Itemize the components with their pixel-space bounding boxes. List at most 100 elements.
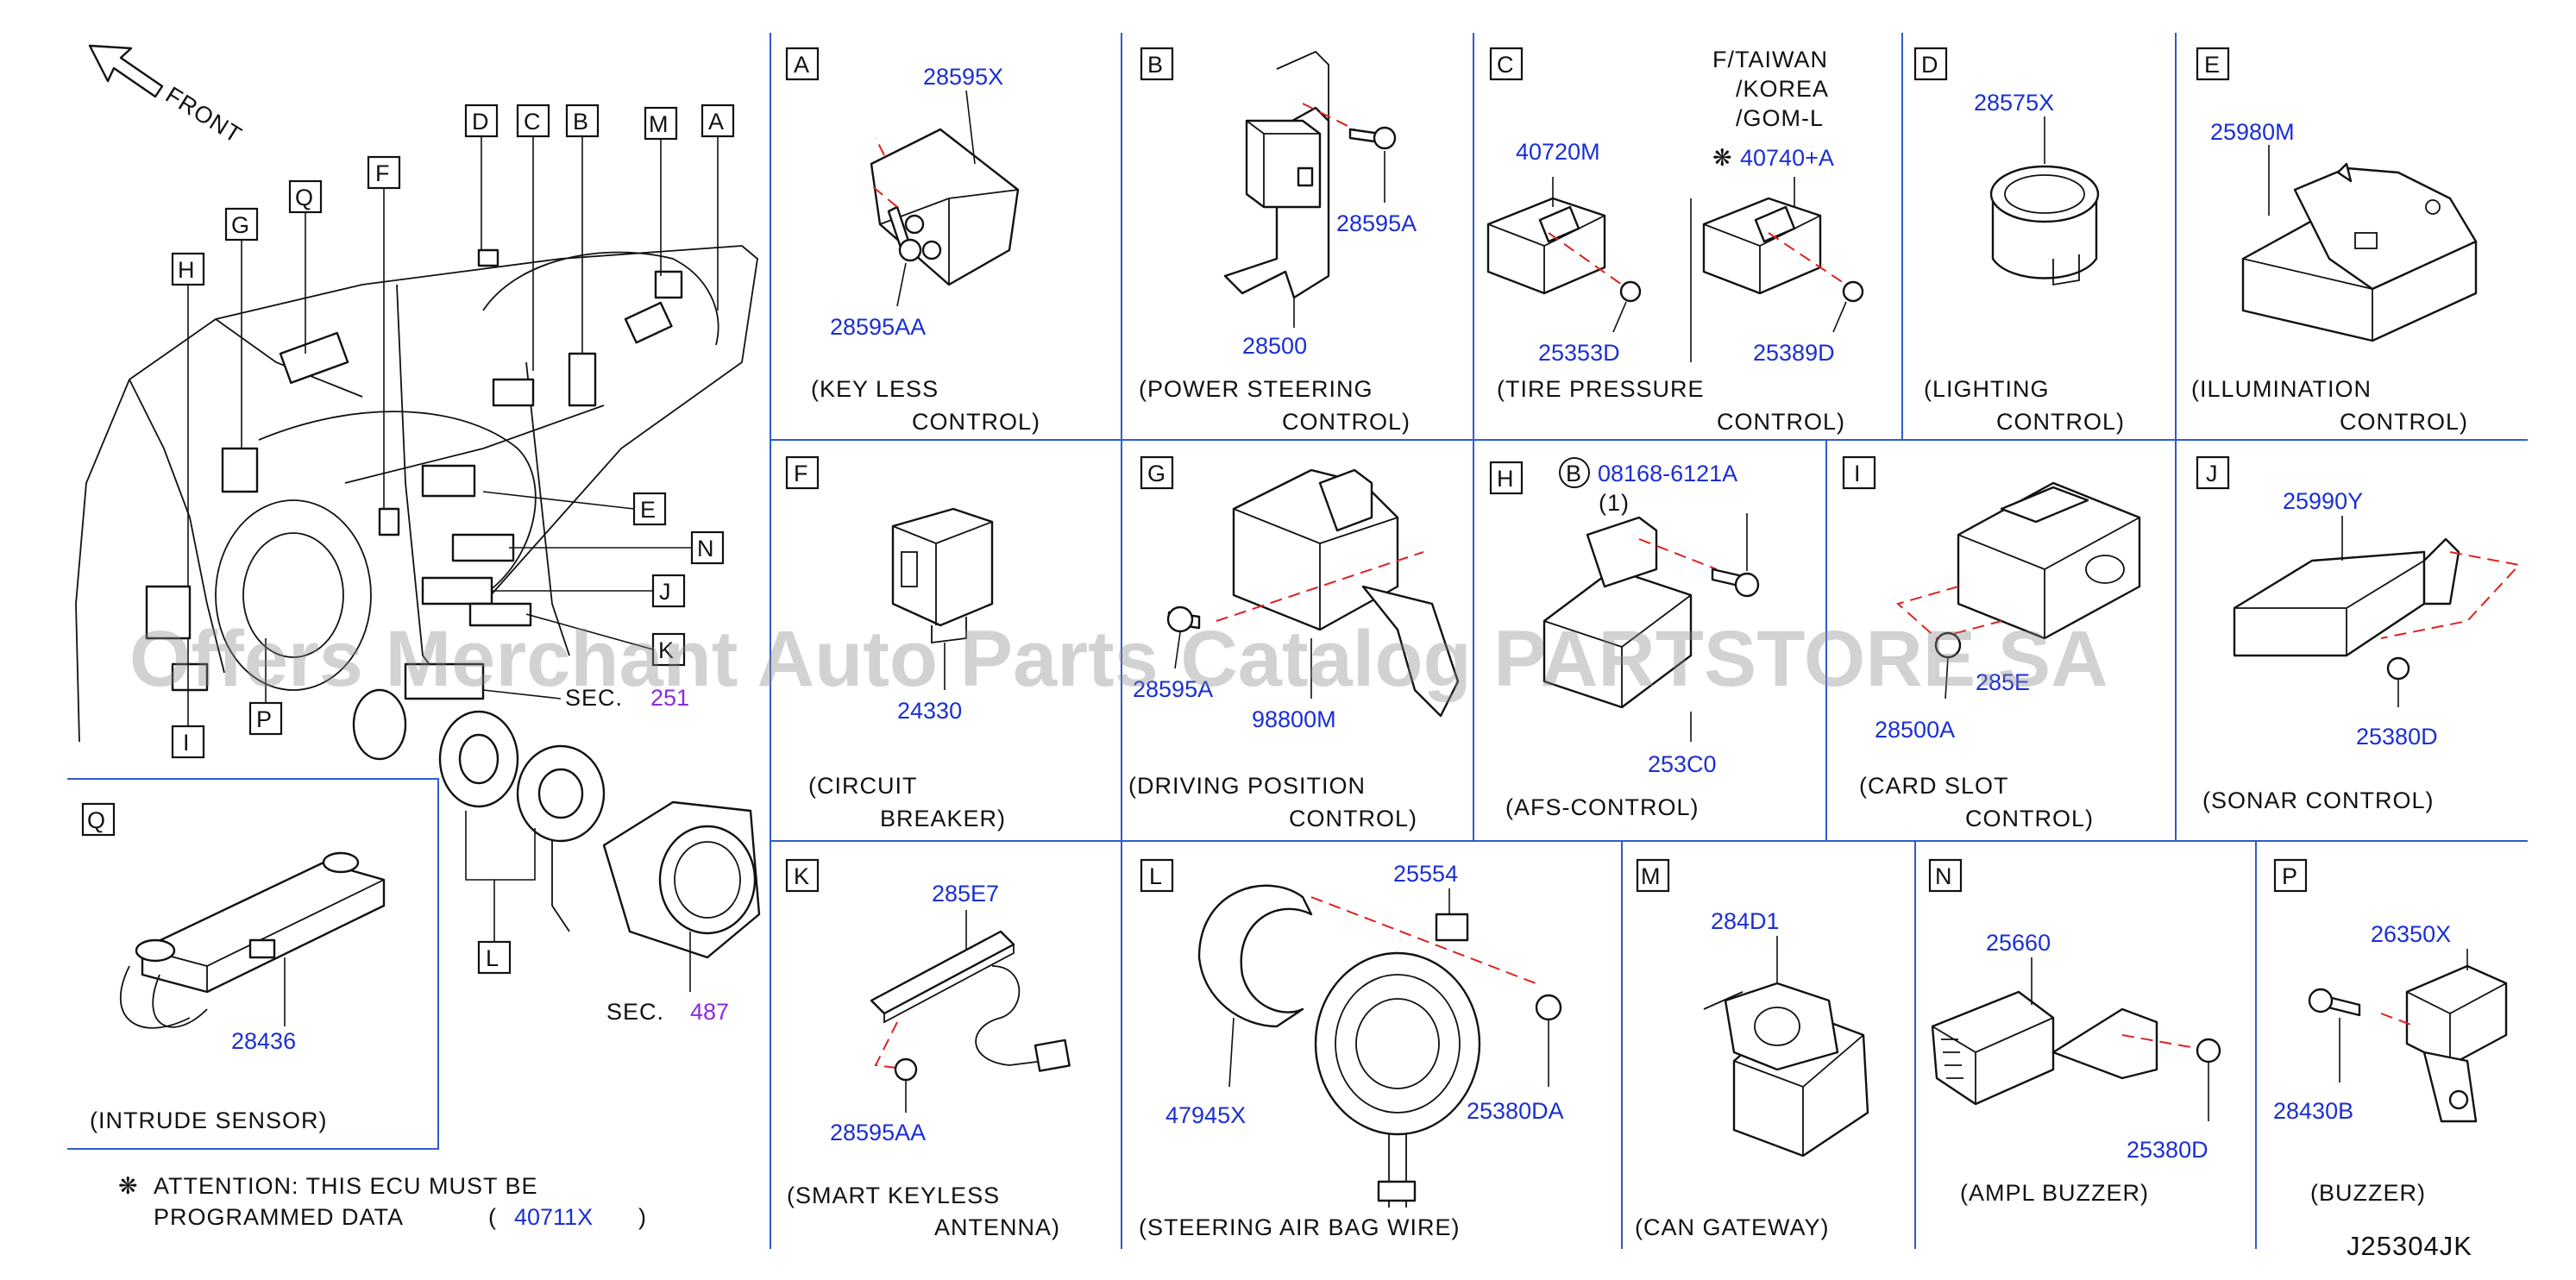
attention-code[interactable]: 40711X [514, 1204, 593, 1230]
part-number-28595AA[interactable]: 28595AA [830, 314, 926, 340]
svg-text:M: M [649, 111, 669, 137]
callout-N[interactable]: N [690, 530, 725, 565]
part-number-28430B[interactable]: 28430B [2273, 1098, 2353, 1124]
part-number-25353D[interactable]: 25353D [1538, 340, 1620, 366]
part-number-28436[interactable]: 28436 [231, 1028, 296, 1054]
region-line-3: /GOM-L [1736, 105, 1824, 131]
part-number-25990Y[interactable]: 25990Y [2283, 488, 2363, 514]
attention-close-paren: ) [638, 1204, 647, 1230]
callout-C[interactable]: C [516, 104, 550, 138]
part-number-28595AA-K[interactable]: 28595AA [830, 1120, 926, 1145]
panel-letter-N: N [1928, 858, 1963, 893]
region-line-2: /KOREA [1736, 76, 1829, 102]
part-number-25980M[interactable]: 25980M [2210, 119, 2295, 145]
panel-letter-K: K [785, 858, 820, 893]
attention-line1: ATTENTION: THIS ECU MUST BE [154, 1173, 538, 1199]
callout-A[interactable]: A [701, 104, 735, 138]
part-number-40740A[interactable]: 40740+A [1740, 145, 1834, 171]
panel-F: F 24330 (CIRCUIT BREAKER) [785, 455, 1005, 831]
svg-text:I: I [183, 730, 190, 756]
callout-K[interactable]: K [651, 632, 686, 667]
sec-251-label: SEC. [565, 685, 623, 711]
svg-text:F: F [794, 461, 808, 486]
callout-H[interactable]: H [171, 252, 205, 286]
front-arrow-icon [88, 44, 164, 98]
callout-P[interactable]: P [248, 701, 283, 736]
caption-illumination-2: CONTROL) [2340, 409, 2468, 435]
callout-D[interactable]: D [464, 104, 499, 138]
callout-J[interactable]: J [651, 574, 686, 608]
part-number-28500[interactable]: 28500 [1242, 333, 1307, 359]
part-number-98800M[interactable]: 98800M [1252, 706, 1336, 732]
caption-lighting-2: CONTROL) [1996, 409, 2125, 435]
panel-letter-M: M [1636, 858, 1670, 893]
panel-G: G 28595A 98800M (DRIVING POSITION CONTRO… [1128, 455, 1460, 831]
caption-smart-keyless-2: ANTENNA) [934, 1214, 1060, 1240]
svg-text:L: L [486, 945, 499, 971]
callout-G[interactable]: G [224, 207, 259, 242]
part-number-284D1[interactable]: 284D1 [1711, 908, 1780, 934]
part-number-26350X[interactable]: 26350X [2371, 921, 2451, 947]
svg-text:J: J [2206, 461, 2218, 486]
callout-I[interactable]: I [171, 725, 205, 759]
part-number-25389D[interactable]: 25389D [1753, 340, 1835, 366]
star-icon: ❋ [1712, 145, 1733, 171]
part-number-28595X[interactable]: 28595X [923, 64, 1003, 90]
part-number-285E7[interactable]: 285E7 [932, 881, 999, 907]
svg-text:L: L [1149, 863, 1162, 889]
panel-grid [67, 33, 2528, 1249]
panel-H: H B 08168-6121A (1) 253C0 (AFS-CONTROL) [1489, 457, 1760, 820]
caption-tire-pressure-2: CONTROL) [1717, 409, 1845, 435]
callout-B[interactable]: B [565, 104, 600, 138]
drawing-number: J25304JK [2347, 1231, 2472, 1261]
part-number-28500A[interactable]: 28500A [1875, 717, 1955, 743]
callout-L[interactable]: L [477, 940, 512, 975]
svg-text:I: I [1854, 461, 1861, 486]
caption-circuit-breaker-1: (CIRCUIT [808, 773, 917, 799]
panel-B: B 28595A 28500 (POWER STEERING CONTROL) [1139, 47, 1417, 435]
attention-note: ❋ ATTENTION: THIS ECU MUST BE PROGRAMMED… [118, 1173, 647, 1230]
caption-can-gateway: (CAN GATEWAY) [1635, 1214, 1830, 1240]
caption-key-less-1: (KEY LESS [811, 376, 939, 402]
svg-text:P: P [2282, 863, 2297, 889]
svg-text:G: G [1147, 461, 1165, 486]
panel-I: I 28500A 285E (CARD SLOT CONTROL) [1842, 455, 2141, 831]
part-number-40720M[interactable]: 40720M [1516, 139, 1600, 165]
svg-text:Q: Q [87, 807, 105, 833]
panel-letter-F: F [785, 455, 820, 490]
svg-text:D: D [1921, 52, 1938, 78]
panel-letter-P: P [2273, 858, 2308, 893]
panel-K: K 285E7 28595AA (SMART KEYLESS ANTENNA) [785, 858, 1071, 1240]
svg-text:H: H [178, 257, 195, 283]
caption-illumination-1: (ILLUMINATION [2191, 376, 2372, 402]
bolt-quantity: (1) [1599, 490, 1630, 516]
bolt-circle-B-icon: B [1559, 457, 1590, 488]
part-number-08168-6121A[interactable]: 08168-6121A [1598, 461, 1737, 486]
callout-M[interactable]: M [644, 106, 678, 141]
part-number-285E[interactable]: 285E [1976, 669, 2030, 695]
part-number-47945X[interactable]: 47945X [1165, 1102, 1246, 1128]
svg-text:B: B [1566, 461, 1581, 486]
callout-Q[interactable]: Q [288, 179, 323, 214]
panel-A: A 28595X 28595AA (KEY LESS CONTROL) [785, 47, 1040, 435]
part-number-25380D-N[interactable]: 25380D [2127, 1137, 2208, 1163]
part-number-24330[interactable]: 24330 [897, 698, 962, 724]
part-number-28575X[interactable]: 28575X [1974, 90, 2054, 116]
part-number-253C0[interactable]: 253C0 [1648, 751, 1717, 777]
part-number-25380D-J[interactable]: 25380D [2356, 724, 2438, 750]
part-number-25554[interactable]: 25554 [1393, 861, 1458, 887]
part-number-25380DA[interactable]: 25380DA [1467, 1098, 1564, 1124]
panel-letter-H: H [1489, 461, 1524, 495]
callout-E[interactable]: E [632, 492, 667, 526]
caption-smart-keyless-1: (SMART KEYLESS [787, 1183, 1000, 1208]
part-number-28595A[interactable]: 28595A [1336, 210, 1417, 236]
part-number-25660[interactable]: 25660 [1986, 930, 2051, 956]
sec-487-ref[interactable]: 487 [690, 999, 729, 1025]
svg-text:B: B [573, 109, 588, 135]
sec-251-ref[interactable]: 251 [650, 685, 689, 711]
callout-F[interactable]: F [367, 155, 401, 190]
dashboard-overview: FRONT [75, 44, 761, 1025]
attention-line2: PROGRAMMED DATA [154, 1204, 404, 1230]
part-number-28595A-G[interactable]: 28595A [1133, 676, 1213, 702]
